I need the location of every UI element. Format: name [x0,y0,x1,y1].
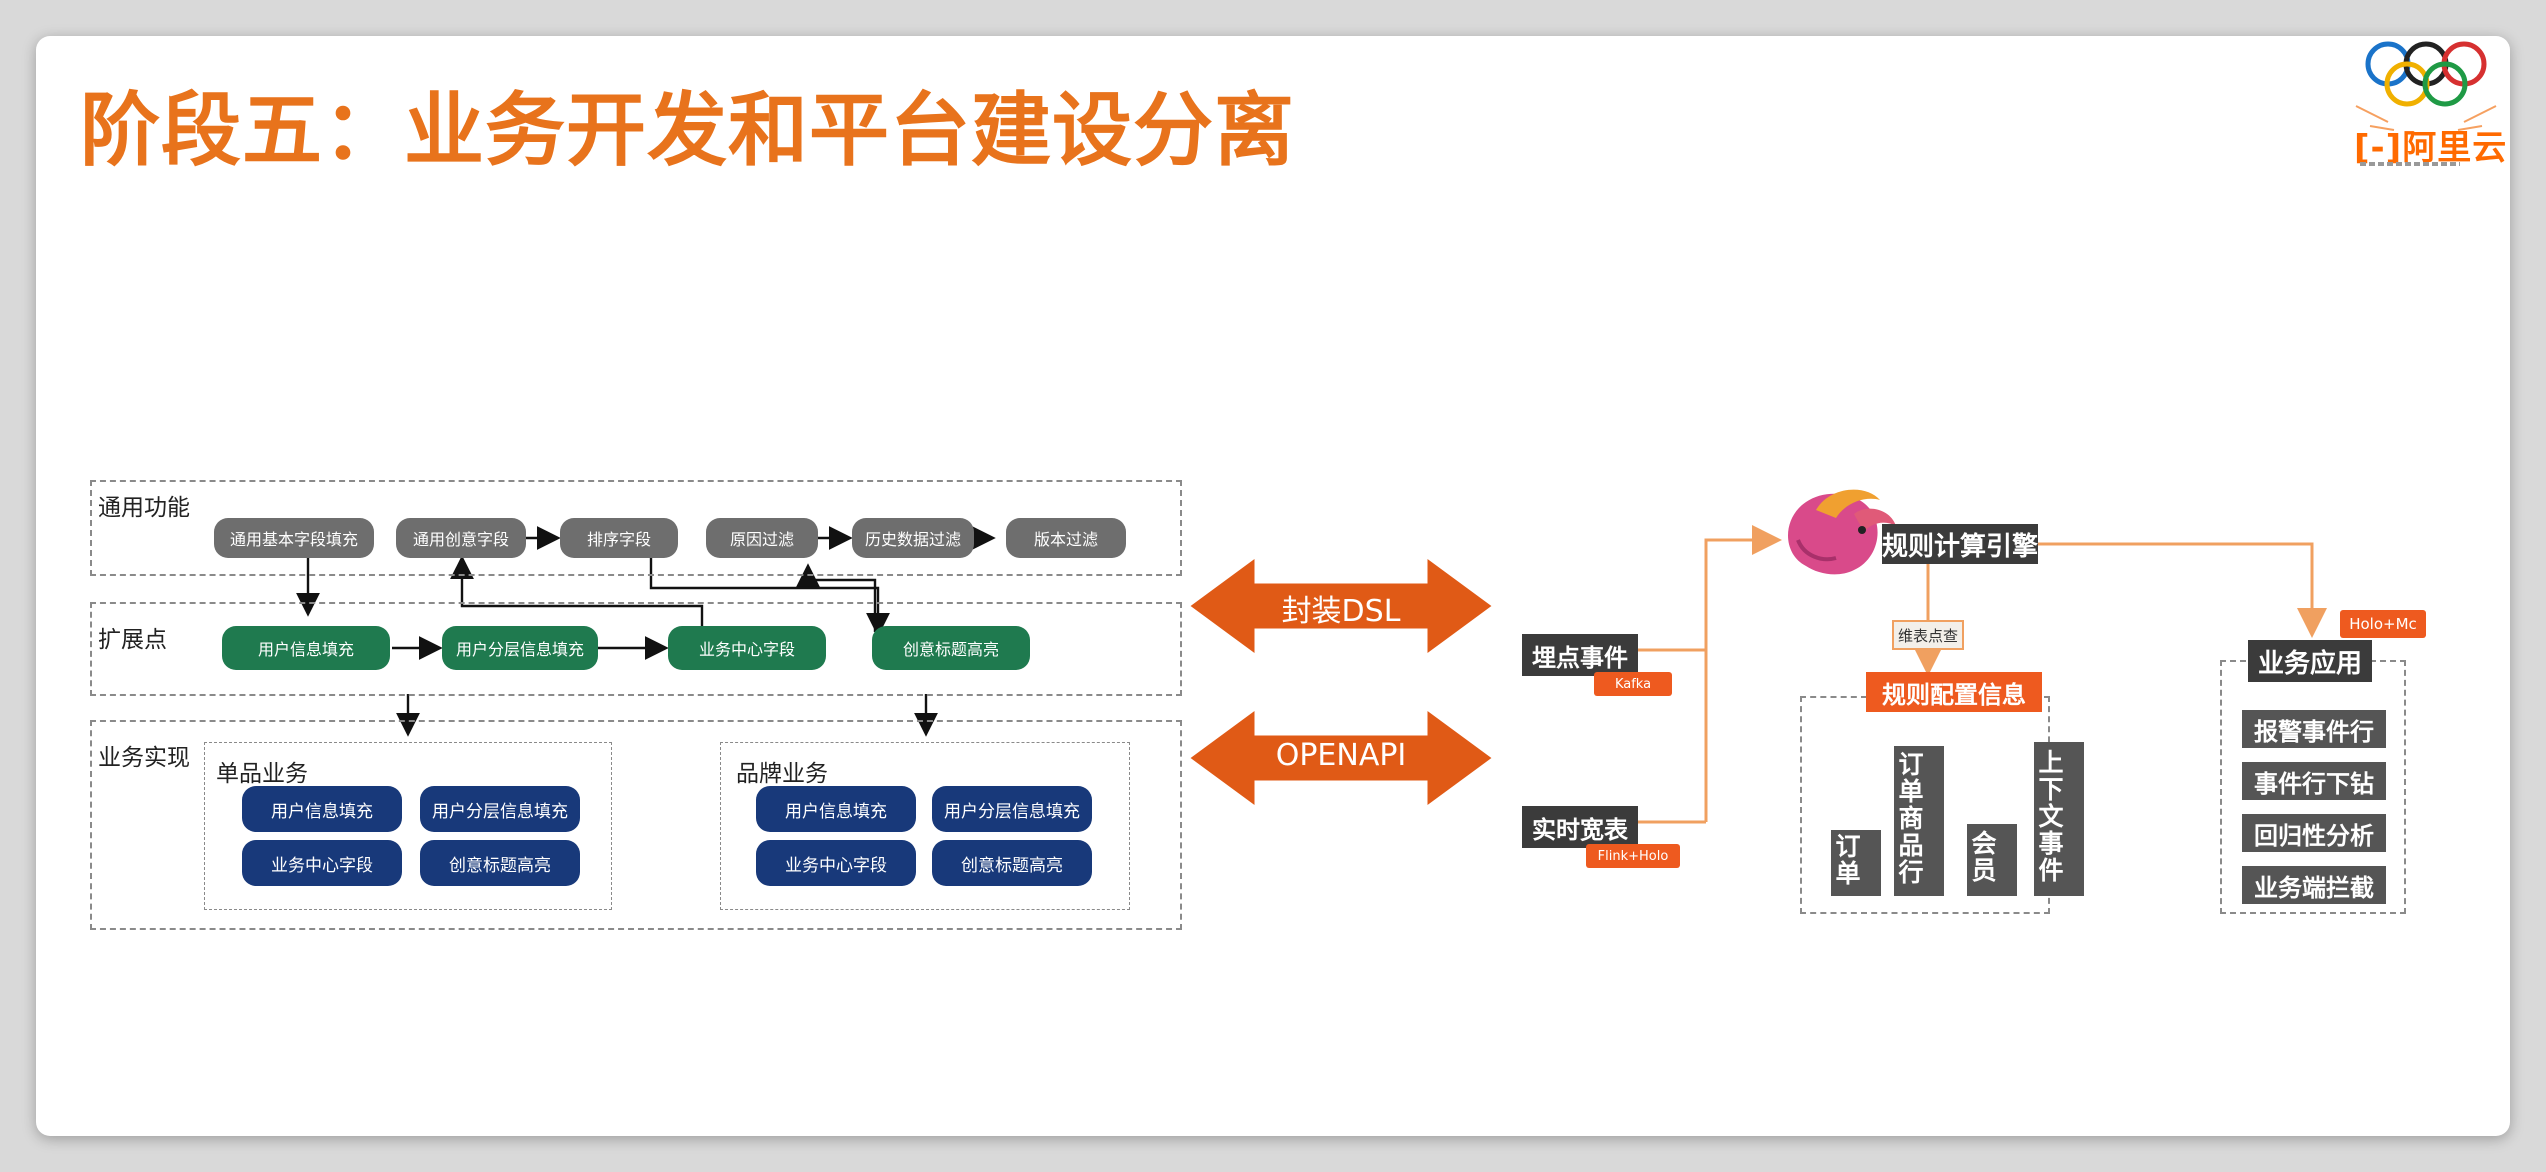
config-col-context-events: 上下文事件 [2034,742,2084,896]
ext-node-title-highlight: 创意标题高亮 [872,626,1030,670]
slide-title: 阶段五：业务开发和平台建设分离 [80,84,1295,177]
brand-node-title-highlight: 创意标题高亮 [932,840,1092,886]
common-node-history-filter: 历史数据过滤 [852,518,974,558]
connector-lines [296,525,2327,824]
ext-node-biz-center: 业务中心字段 [668,626,826,670]
bridge-arrows [1185,553,1497,811]
config-col-order-item: 订单商品行 [1894,746,1944,896]
brand-node-user-tier: 用户分层信息填充 [932,786,1092,832]
app-item-alarm-events: 报警事件行 [2242,710,2386,748]
brand-tagline-decoration [2360,162,2460,166]
brand-logo: [-]阿里云 [2354,128,2508,168]
common-node-basic-fields: 通用基本字段填充 [214,518,374,558]
common-node-version-filter: 版本过滤 [1006,518,1126,558]
common-section-label: 通用功能 [98,495,190,521]
impl-section-label: 业务实现 [98,745,190,771]
common-node-reason-filter: 原因过滤 [706,518,818,558]
extension-section-label: 扩展点 [98,627,167,653]
single-node-title-highlight: 创意标题高亮 [420,840,580,886]
single-biz-group [204,742,612,910]
app-tag-holo-mc: Holo+Mc [2340,610,2426,638]
dim-table-lookup: 维表点查 [1892,620,1964,650]
config-col-member: 会员 [1967,824,2017,896]
rule-config-label: 规则配置信息 [1866,672,2042,712]
biz-app-label: 业务应用 [2248,640,2372,682]
brand-node-user-info: 用户信息填充 [756,786,916,832]
config-col-order: 订单 [1831,830,1881,896]
single-biz-label: 单品业务 [216,761,308,787]
extension-section [90,602,1182,696]
single-node-user-info: 用户信息填充 [242,786,402,832]
common-section [90,480,1182,576]
single-node-biz-center: 业务中心字段 [242,840,402,886]
bridge-bottom-label: OPENAPI [1275,738,1407,773]
common-node-creative-fields: 通用创意字段 [396,518,526,558]
slide: 阶段五：业务开发和平台建设分离 [-]阿里云 [36,36,2510,1136]
ext-node-user-info: 用户信息填充 [222,626,390,670]
bridge-top-label: 封装DSL [1281,594,1401,629]
common-node-sort-fields: 排序字段 [560,518,678,558]
brand-node-biz-center: 业务中心字段 [756,840,916,886]
brand-biz-group [720,742,1130,910]
single-node-user-tier: 用户分层信息填充 [420,786,580,832]
flink-squirrel-icon [1788,489,1896,575]
source-tracking-events: 埋点事件 [1522,634,1638,676]
impl-section [90,720,1182,930]
ext-node-user-tier: 用户分层信息填充 [442,626,598,670]
app-item-intercept: 业务端拦截 [2242,866,2386,904]
rule-engine: 规则计算引擎 [1882,524,2038,564]
app-item-drilldown: 事件行下钻 [2242,762,2386,800]
app-item-regression: 回归性分析 [2242,814,2386,852]
source-tag-flink-holo: Flink+Holo [1586,844,1680,868]
source-wide-table: 实时宽表 [1522,806,1638,848]
olympic-rings-icon [2355,41,2497,131]
brand-biz-label: 品牌业务 [736,761,828,787]
source-tag-kafka: Kafka [1594,672,1672,696]
